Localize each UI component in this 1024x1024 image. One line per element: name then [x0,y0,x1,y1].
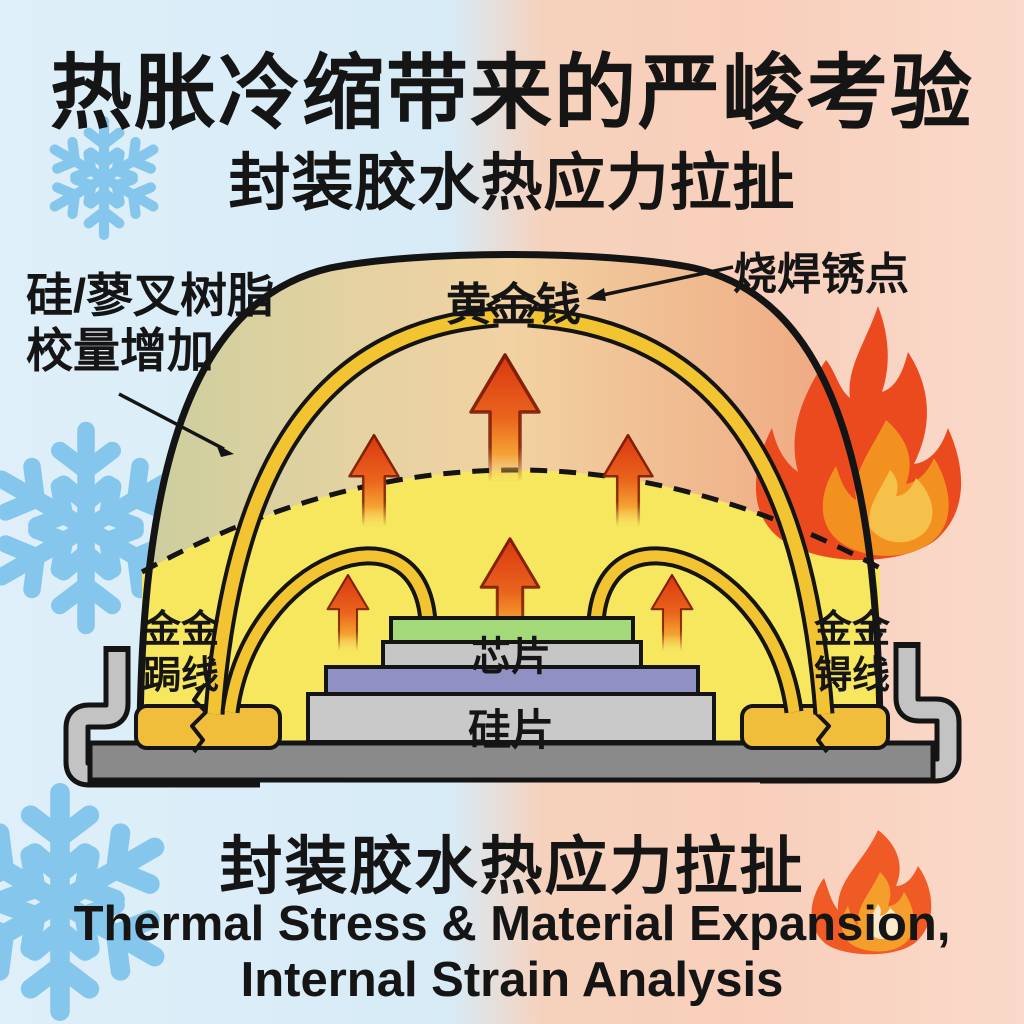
flame-icon [755,306,962,561]
resin-leader-arrow [118,392,234,457]
solder-joint-label: 烧焊锈点 [733,250,909,299]
wafer-label: 硅片 [468,707,554,755]
left-bond-wire-label-line2: 跼线 [143,654,220,697]
gold-wire-small-right [586,546,804,714]
gold-wire-arch-right [527,306,835,715]
chip-label: 芯片 [471,635,551,679]
left-bond-wire-label-line1: 金金 [143,609,220,651]
gold-wire-arch-left [203,306,499,715]
resin-expansion-label-line1: 硅/蓼叉树脂 [26,269,275,322]
left-bond-wire-label: 金金 跼线 [143,608,219,699]
wire-break-jag-left [486,297,501,319]
page-subtitle: 封装胶水热应力拉扯 [228,149,796,218]
page-title: 热胀冷缩带来的严峻考验 [49,48,975,139]
dome-outline [136,251,884,749]
resin-expansion-label: 硅/蓼叉树脂 校量增加 [26,268,274,379]
right-bond-wire-label: 金金 锝线 [814,608,890,699]
solder-leader-arrow [586,265,734,301]
chip-carrier-layer [381,640,643,669]
wafer-layer [306,692,716,744]
footer-subtitle-en-line1: Thermal Stress & Material Expansion, [73,897,951,951]
gold-wire-small-left [220,546,438,714]
pad-crack-left [190,682,208,754]
resin-expansion-label-line2: 校量增加 [26,324,214,378]
right-bond-wire-label-line1: 金金 [814,609,891,651]
lead-frame-left [63,646,260,788]
footer-subtitle-en-line2: Internal Strain Analysis [240,953,784,1007]
wire-break-jag-right [525,296,540,319]
flame-icon [811,830,932,955]
lead-frame-right [760,642,962,784]
right-bond-wire-label-line2: 锝线 [814,654,891,697]
gold-wire-label: 黄金钱 [446,279,582,330]
footer-subtitle-cn: 封装胶水热应力拉扯 [219,832,805,902]
adhesive-layer [324,665,700,696]
chip-layer [389,616,635,644]
